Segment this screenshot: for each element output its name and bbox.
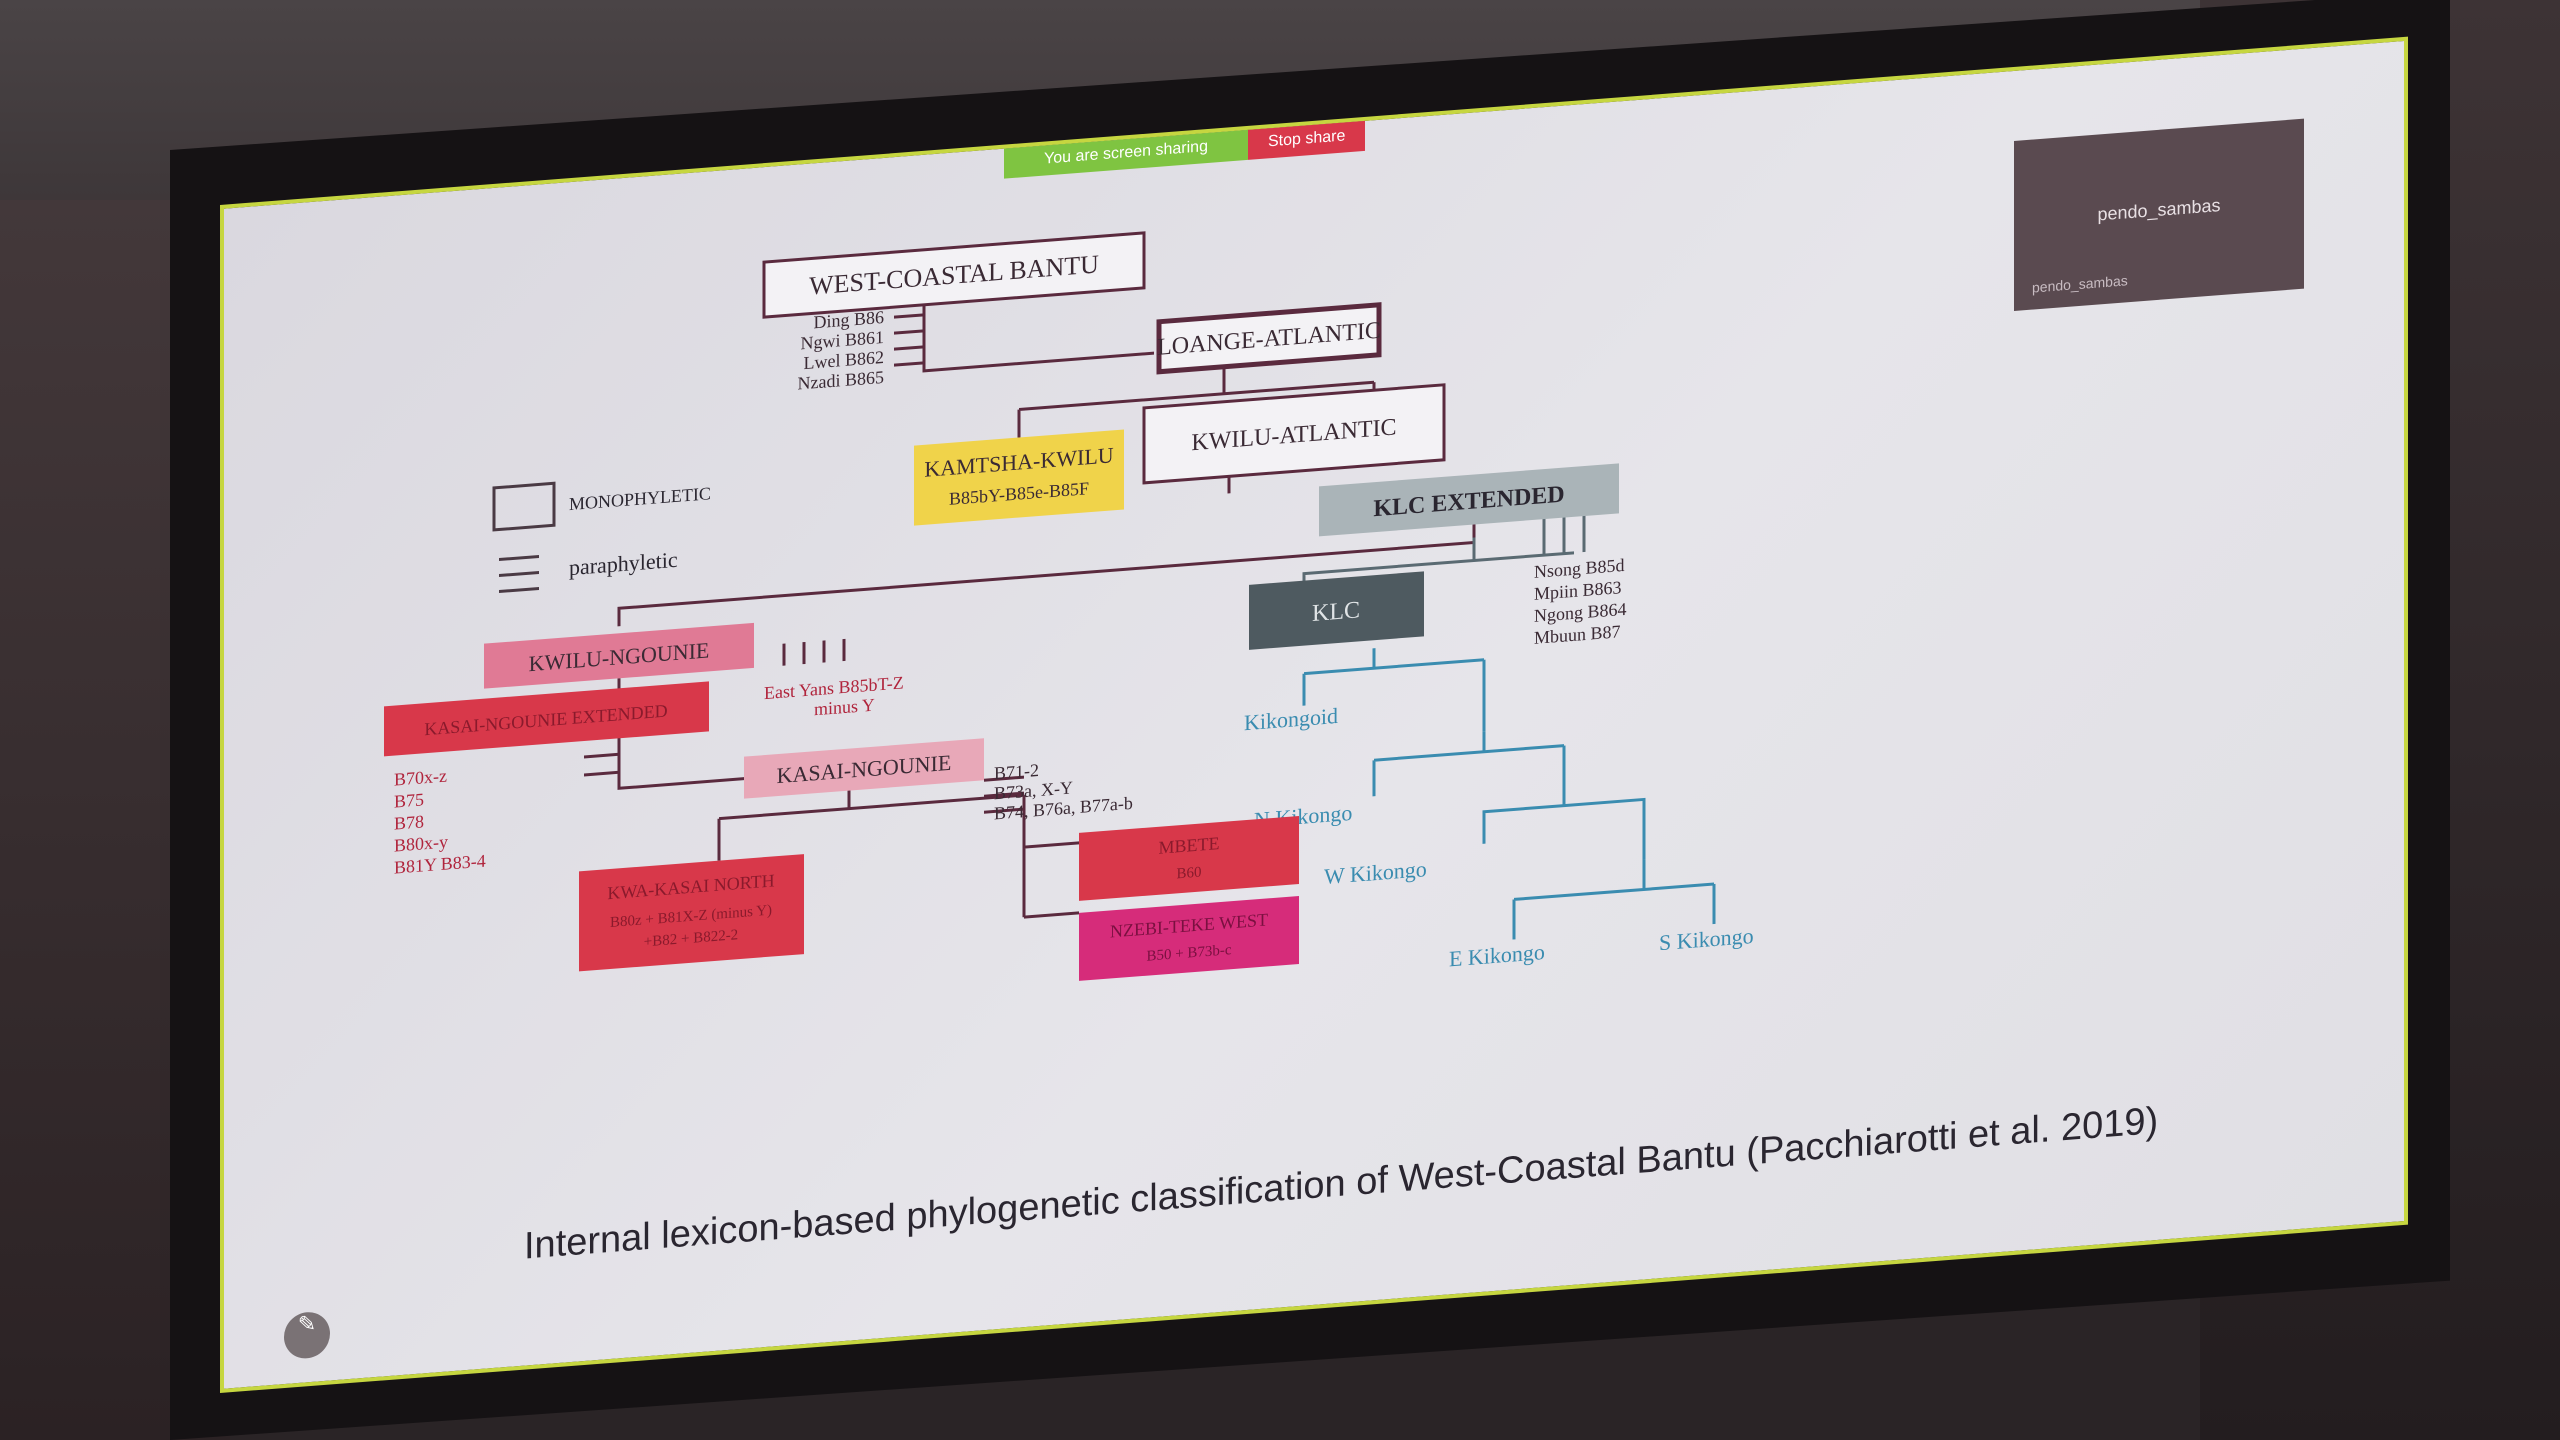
kne-leaf-1: B70x-z (394, 766, 447, 790)
phylogeny-diagram: MONOPHYLETIC paraphyletic WEST-COASTAL B… (384, 231, 1754, 981)
kikongo-lines (1302, 648, 1716, 940)
legend-mono-box (492, 481, 556, 532)
node-nzebi-teke-west (1079, 895, 1299, 981)
node-klc (1249, 571, 1424, 650)
node-kasai-ngounie (744, 738, 984, 799)
legend-para-label: paraphyletic (569, 547, 678, 580)
kik-e: E Kikongo (1449, 939, 1545, 971)
node-mbete-sub: B60 (1177, 864, 1202, 882)
kik-s: S Kikongo (1659, 923, 1754, 955)
node-mbete (1079, 815, 1299, 901)
kasn-leaf-1: B71-2 (994, 760, 1039, 783)
kik-w: W Kikongo (1324, 856, 1427, 889)
node-kwilu-atlantic (1142, 383, 1446, 485)
node-kasai-ngounie-extended (384, 681, 709, 757)
node-nzebi-sub: B50 + B73b-c (1146, 942, 1231, 965)
node-kkn-sub2: +B82 + B822-2 (644, 927, 738, 950)
kne-leaf-2: B75 (394, 789, 424, 811)
legend-mono-label: MONOPHYLETIC (569, 483, 711, 514)
node-kwilu-ngounie (484, 622, 754, 689)
kne-leaf-4: B80x-y (394, 831, 448, 855)
node-west-coastal-bantu (762, 231, 1146, 319)
node-kwa-kasai-north (579, 854, 804, 972)
klce-leaf-4: Mbuun B87 (1534, 621, 1620, 648)
node-mbete-label: MBETE (1159, 833, 1220, 858)
kne-leaf-5: B81Y B83-4 (394, 851, 486, 878)
kik-root: Kikongoid (1244, 703, 1338, 735)
node-loange-atlantic (1156, 302, 1382, 375)
kne-leaf-3: B78 (394, 811, 424, 833)
legend-para-lines (499, 554, 539, 594)
node-klc-extended (1319, 463, 1619, 537)
node-kamtsha-kwilu (914, 429, 1124, 526)
slide: You are screen sharing Stop share pendo_… (220, 36, 2408, 1393)
kn-leaf-2: minus Y (814, 695, 875, 720)
node-klc-label: KLC (1312, 597, 1360, 627)
